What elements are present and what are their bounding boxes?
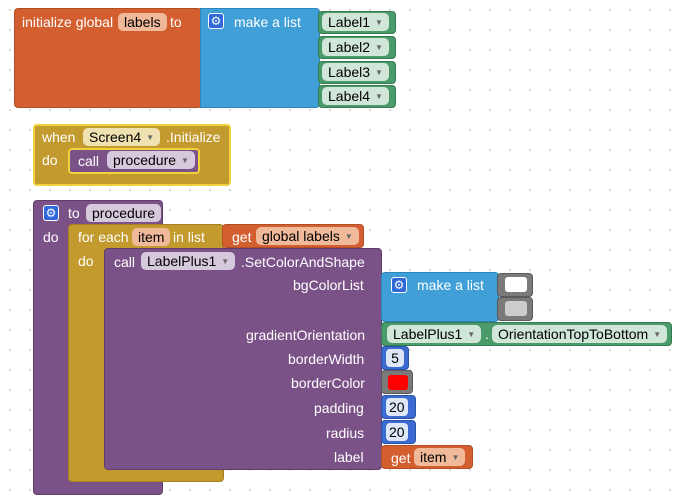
param-label: label bbox=[334, 449, 364, 465]
chevron-down-icon: ▼ bbox=[181, 156, 189, 166]
screen-selector[interactable]: Screen4 ▼ bbox=[83, 128, 161, 146]
list-item-field[interactable]: Label3 ▼ bbox=[322, 63, 389, 81]
gear-icon[interactable]: ⚙ bbox=[391, 277, 407, 293]
list-item-text: Label3 bbox=[328, 64, 371, 80]
initialize-global-block[interactable] bbox=[14, 8, 202, 108]
radius-field[interactable]: 20 bbox=[386, 423, 408, 441]
orientation-dot-label: . bbox=[485, 326, 489, 342]
get-label: get bbox=[391, 450, 411, 466]
call-label: call bbox=[78, 153, 100, 169]
in-list-label: in list bbox=[173, 229, 205, 245]
screen-selector-text: Screen4 bbox=[89, 129, 142, 145]
list-item-text: Label2 bbox=[328, 39, 371, 55]
for-each-label: for each bbox=[78, 229, 129, 245]
param-bordercolor: borderColor bbox=[291, 375, 365, 391]
set-color-and-shape-block[interactable] bbox=[104, 248, 382, 470]
orientation-component-text: LabelPlus1 bbox=[393, 326, 463, 342]
border-width-field[interactable]: 5 bbox=[386, 349, 404, 367]
initialize-global-label: initialize global bbox=[22, 14, 114, 30]
orientation-value-text: OrientationTopToBottom bbox=[498, 326, 649, 342]
gear-icon[interactable]: ⚙ bbox=[43, 205, 59, 221]
do-label: do bbox=[78, 253, 94, 269]
param-bgcolorlist: bgColorList bbox=[293, 277, 364, 293]
border-width-value: 5 bbox=[391, 350, 399, 366]
to-label: to bbox=[68, 205, 80, 221]
gear-icon[interactable]: ⚙ bbox=[208, 13, 224, 29]
chevron-down-icon: ▼ bbox=[344, 232, 353, 242]
list-item-field[interactable]: Label1 ▼ bbox=[322, 13, 389, 31]
item-var-selector-text: item bbox=[420, 449, 447, 465]
chevron-down-icon: ▼ bbox=[375, 18, 383, 28]
orientation-component-selector[interactable]: LabelPlus1 ▼ bbox=[387, 325, 482, 343]
list-item-field[interactable]: Label4 ▼ bbox=[322, 87, 389, 105]
do-label: do bbox=[42, 152, 58, 168]
loop-variable-text: item bbox=[138, 229, 165, 245]
border-color-swatch[interactable] bbox=[388, 375, 408, 390]
procedure-selector[interactable]: procedure ▼ bbox=[107, 151, 195, 169]
chevron-down-icon: ▼ bbox=[375, 43, 383, 53]
global-var-selector-text: global labels bbox=[262, 228, 340, 244]
chevron-down-icon: ▼ bbox=[653, 330, 662, 340]
procedure-name-text: procedure bbox=[92, 205, 156, 221]
radius-value: 20 bbox=[389, 424, 405, 440]
procedure-name-field[interactable]: procedure bbox=[86, 204, 162, 222]
param-radius: radius bbox=[326, 425, 365, 441]
method-name-label: .SetColorAndShape bbox=[241, 254, 365, 270]
global-name-text: labels bbox=[124, 14, 161, 30]
chevron-down-icon: ▼ bbox=[467, 330, 476, 340]
param-padding: padding bbox=[314, 400, 364, 416]
global-name-field[interactable]: labels bbox=[118, 13, 167, 31]
list-item-text: Label4 bbox=[328, 88, 371, 104]
list-item-field[interactable]: Label2 ▼ bbox=[322, 38, 389, 56]
chevron-down-icon: ▼ bbox=[146, 133, 155, 143]
chevron-down-icon: ▼ bbox=[451, 453, 460, 463]
call-label: call bbox=[114, 254, 136, 270]
do-label: do bbox=[43, 229, 59, 245]
chevron-down-icon: ▼ bbox=[375, 68, 383, 78]
color-light-gray-swatch[interactable] bbox=[505, 301, 527, 316]
make-list-label: make a list bbox=[234, 14, 301, 30]
make-list-label: make a list bbox=[417, 277, 484, 293]
component-selector[interactable]: LabelPlus1 ▼ bbox=[141, 252, 236, 270]
item-var-selector[interactable]: item ▼ bbox=[414, 448, 466, 466]
color-white-swatch[interactable] bbox=[505, 277, 527, 292]
event-name-label: .Initialize bbox=[166, 129, 221, 145]
get-label: get bbox=[232, 229, 252, 245]
procedure-selector-text: procedure bbox=[113, 152, 177, 168]
padding-field[interactable]: 20 bbox=[386, 398, 408, 416]
orientation-value-selector[interactable]: OrientationTopToBottom ▼ bbox=[492, 325, 668, 343]
when-label: when bbox=[42, 129, 76, 145]
make-list-block[interactable] bbox=[200, 8, 320, 108]
chevron-down-icon: ▼ bbox=[375, 92, 383, 102]
param-gradientorientation: gradientOrientation bbox=[246, 327, 366, 343]
param-borderwidth: borderWidth bbox=[288, 351, 365, 367]
loop-variable-field[interactable]: item bbox=[132, 228, 171, 246]
padding-value: 20 bbox=[389, 399, 405, 415]
global-var-selector[interactable]: global labels ▼ bbox=[256, 227, 359, 245]
chevron-down-icon: ▼ bbox=[221, 257, 230, 267]
to-label: to bbox=[170, 14, 182, 30]
list-item-text: Label1 bbox=[328, 14, 371, 30]
component-selector-text: LabelPlus1 bbox=[147, 253, 217, 269]
